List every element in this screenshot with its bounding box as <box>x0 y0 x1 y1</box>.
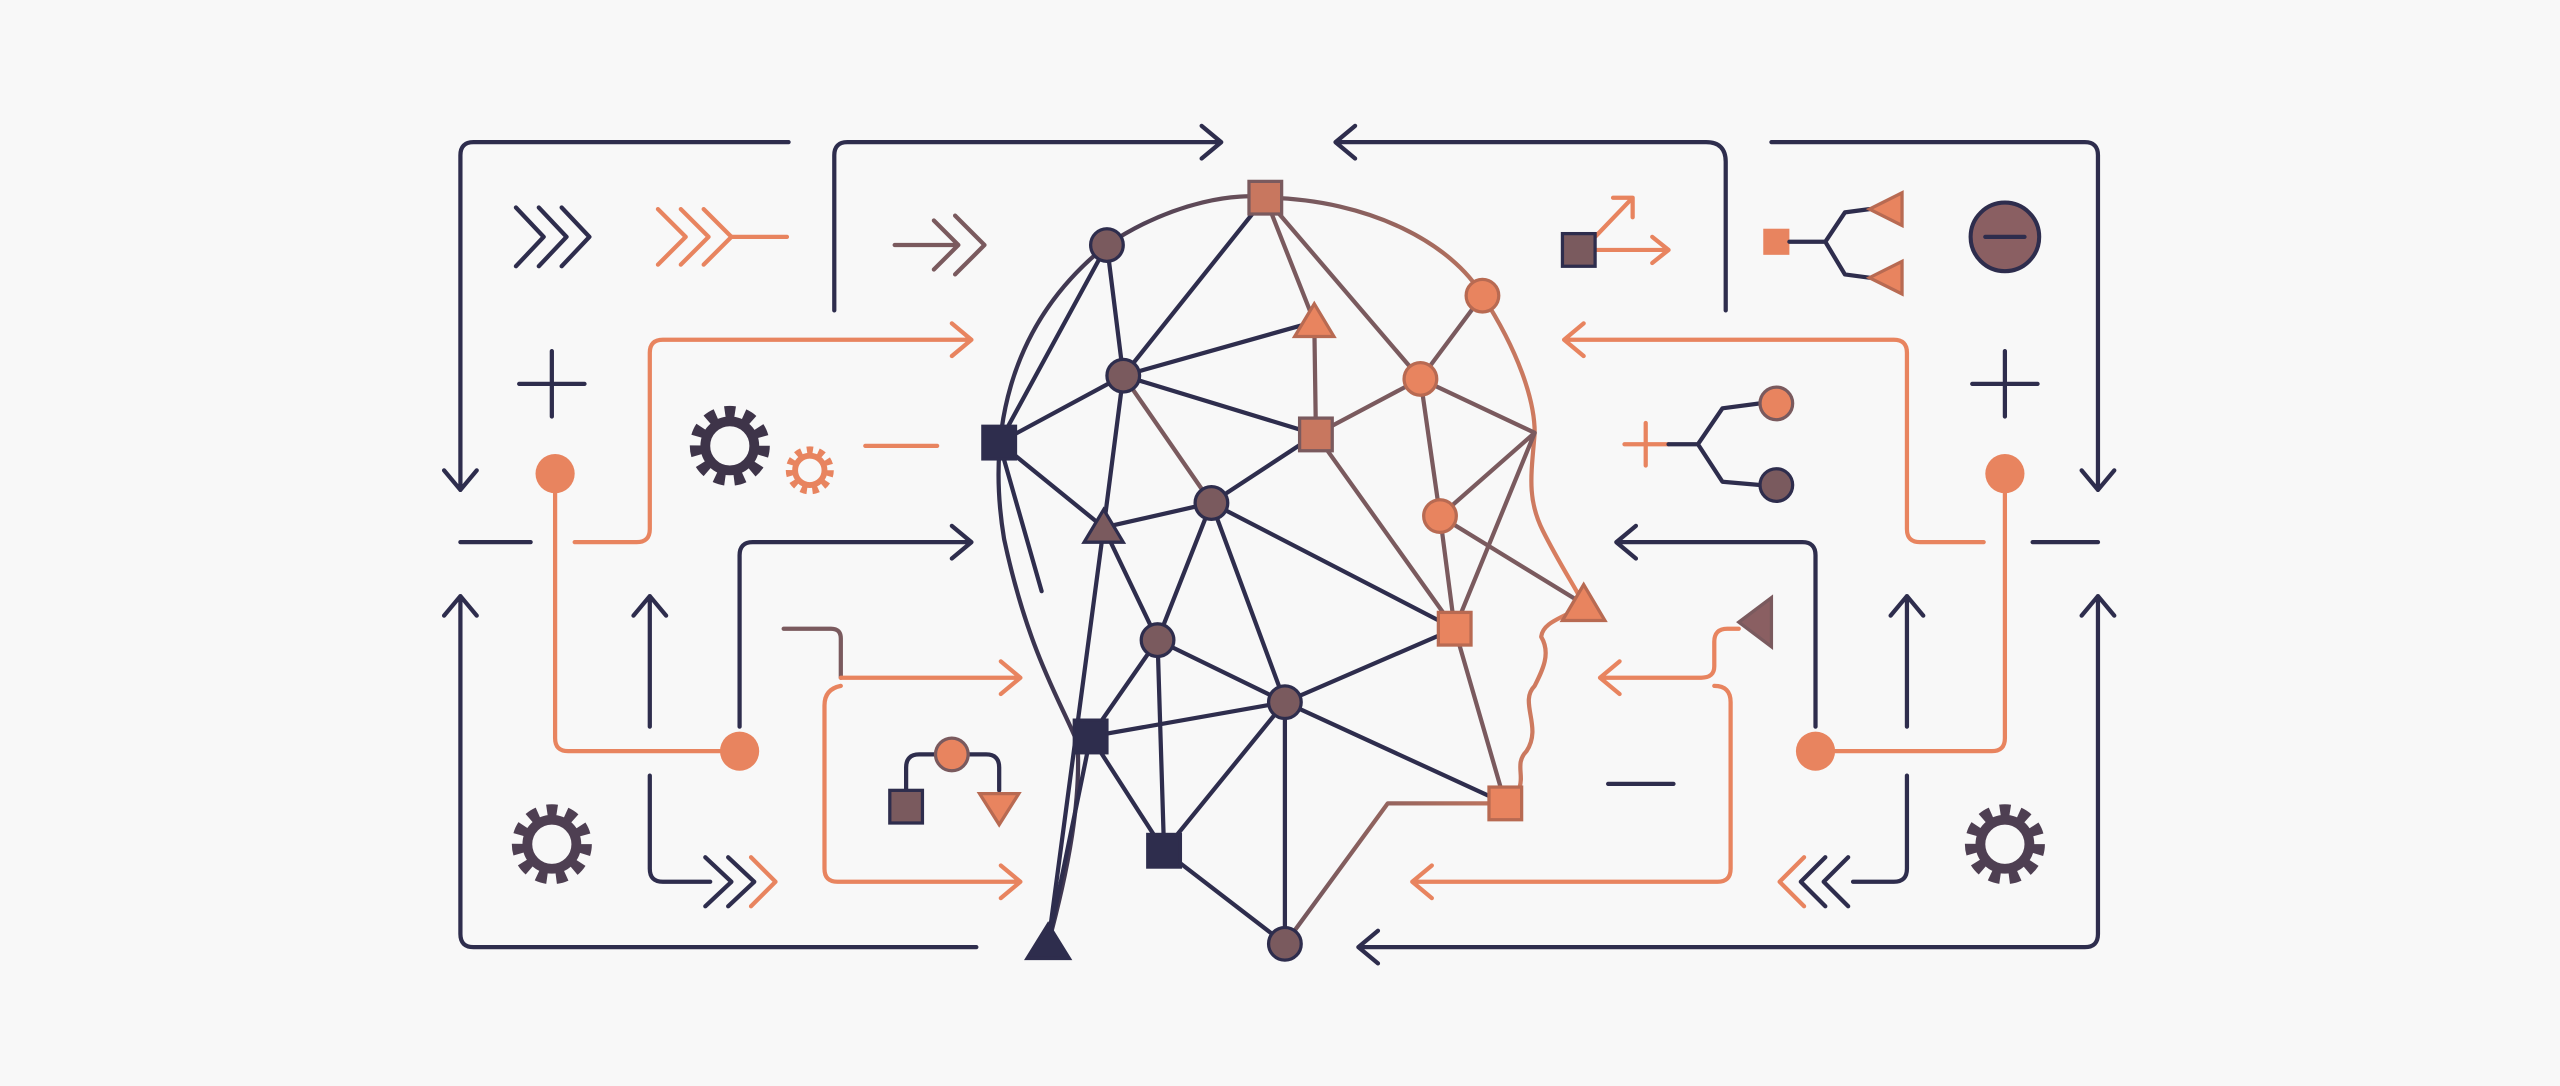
node-circle <box>535 454 575 494</box>
plus-icon <box>517 349 587 419</box>
head-outline <box>996 194 1586 946</box>
line <box>647 773 713 884</box>
arrow-icon <box>572 321 974 545</box>
node-triangle <box>1081 506 1127 544</box>
branch-icon <box>1666 385 1795 503</box>
chevron-icon <box>748 855 778 909</box>
gear-icon <box>1972 812 2037 877</box>
node-circle <box>1464 277 1501 314</box>
chevron-icon <box>703 855 757 909</box>
node-circle <box>1088 227 1125 263</box>
arrow-icon <box>1597 626 1741 697</box>
network-edges <box>997 195 1586 946</box>
arrow-icon <box>1614 523 1818 729</box>
gear-icon <box>697 413 762 478</box>
chevron-icon <box>655 206 734 267</box>
node-circle <box>1795 731 1836 771</box>
arrow-icon <box>838 659 1023 697</box>
head-network <box>981 179 1608 962</box>
arrow-icon <box>1769 140 2117 493</box>
chevron-icon <box>892 213 987 277</box>
minus-circle-icon <box>1968 200 2042 274</box>
arrow-icon <box>1888 593 1926 729</box>
line <box>1813 491 2008 754</box>
line <box>552 491 742 754</box>
line <box>1850 773 1910 884</box>
arrow-icon <box>1333 123 1728 313</box>
node-circle <box>1402 360 1439 397</box>
arrow-icon <box>1356 593 2117 966</box>
network-nodes <box>981 179 1608 962</box>
chevron-icon <box>1798 855 1851 909</box>
arrow-icon <box>441 140 791 493</box>
node-triangle <box>1024 921 1073 961</box>
node-circle <box>1193 485 1230 521</box>
node-square <box>1297 416 1334 453</box>
node-square <box>1487 785 1524 822</box>
branch-icon <box>1763 190 1904 297</box>
arrow-icon <box>832 123 1224 313</box>
node-square <box>1146 832 1183 869</box>
node-square <box>1247 179 1284 216</box>
node-square <box>1072 718 1109 755</box>
node-circle <box>1266 925 1303 962</box>
arrow-icon <box>822 683 1023 901</box>
gear-icon <box>790 451 829 490</box>
line <box>781 626 843 680</box>
plus-icon <box>1970 349 2040 419</box>
arrow-icon <box>1410 683 1733 901</box>
branch-icon <box>888 736 1022 828</box>
triangle-icon <box>1736 594 1774 650</box>
node-circle <box>1105 357 1142 394</box>
node-triangle <box>1291 300 1337 339</box>
plus-icon <box>1622 420 1671 468</box>
chevron-icon <box>1777 855 1807 909</box>
chevron-icon <box>513 205 592 269</box>
node-square <box>981 424 1018 461</box>
arrow-icon <box>631 593 669 729</box>
node-circle <box>1266 684 1303 721</box>
split-arrow-icon <box>1560 195 1671 268</box>
node-circle <box>1985 454 2025 494</box>
node-square <box>1436 610 1473 647</box>
right-flows <box>1333 123 2117 966</box>
arrow-icon <box>441 593 979 950</box>
node-circle <box>1139 622 1176 659</box>
left-flows <box>441 123 1224 950</box>
gear-icon <box>519 812 584 877</box>
node-circle <box>1422 498 1458 535</box>
arrow-icon <box>1561 321 1986 545</box>
node-triangle <box>1559 581 1608 623</box>
arrow-icon <box>737 523 974 729</box>
node-circle <box>720 731 760 771</box>
